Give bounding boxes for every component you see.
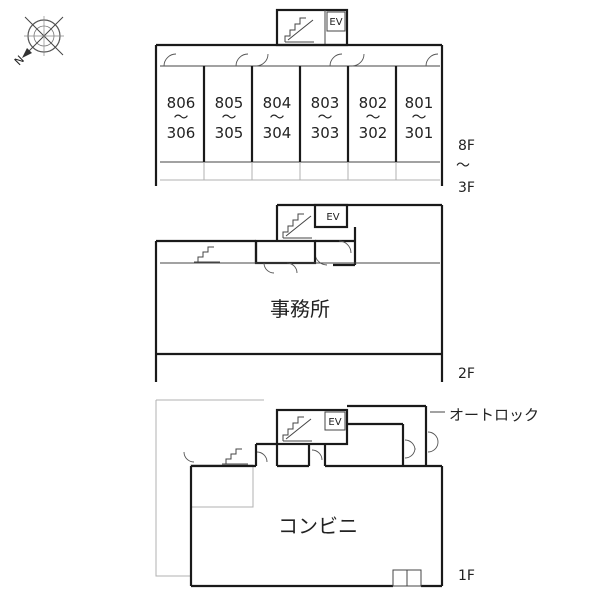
svg-text:〜: 〜 — [411, 108, 426, 126]
svg-text:〜: 〜 — [317, 108, 332, 126]
room-label-office: 事務所 — [270, 297, 330, 321]
floor-label-3f: 3F — [458, 180, 475, 196]
second-floor-plan: EV 事務所 2F — [154, 203, 475, 382]
svg-text:302: 302 — [359, 124, 388, 142]
stair-icon — [282, 213, 312, 239]
svg-text:805: 805 — [215, 94, 244, 112]
floor-label-8f: 8F — [458, 138, 475, 154]
unit-805: 805 〜 305 — [215, 94, 244, 142]
svg-text:〜: 〜 — [269, 108, 284, 126]
floor-label-range-tilde: 〜 — [456, 158, 470, 174]
svg-text:303: 303 — [311, 124, 340, 142]
first-floor-plan: EV — [155, 399, 539, 588]
elevator-label-2f: EV — [326, 212, 339, 223]
floor-label-2f: 2F — [458, 366, 475, 382]
unit-801: 801 〜 301 — [405, 94, 434, 142]
elevator-label-1f: EV — [328, 417, 341, 428]
svg-text:306: 306 — [167, 124, 196, 142]
svg-text:301: 301 — [405, 124, 434, 142]
svg-text:803: 803 — [311, 94, 340, 112]
svg-text:806: 806 — [167, 94, 196, 112]
room-label-convenience-store: コンビニ — [278, 514, 358, 538]
svg-text:304: 304 — [263, 124, 292, 142]
unit-804: 804 〜 304 — [263, 94, 292, 142]
elevator-label-upper: EV — [329, 17, 342, 28]
stair-icon — [284, 17, 314, 43]
stair-icon — [222, 448, 248, 465]
unit-806: 806 〜 306 — [167, 94, 196, 142]
svg-text:〜: 〜 — [173, 108, 188, 126]
floor-label-1f: 1F — [458, 568, 475, 584]
unit-803: 803 〜 303 — [311, 94, 340, 142]
unit-802: 802 〜 302 — [359, 94, 388, 142]
svg-text:〜: 〜 — [221, 108, 236, 126]
svg-text:801: 801 — [405, 94, 434, 112]
svg-text:804: 804 — [263, 94, 292, 112]
stair-icon — [282, 416, 312, 442]
unit-doors — [163, 53, 439, 67]
svg-text:802: 802 — [359, 94, 388, 112]
upper-floor-plan: EV — [154, 8, 475, 196]
compass-icon: N — [12, 16, 64, 68]
autolock-label: オートロック — [449, 406, 539, 424]
svg-text:305: 305 — [215, 124, 244, 142]
svg-text:〜: 〜 — [365, 108, 380, 126]
unit-partitions — [202, 66, 398, 180]
stair-icon — [194, 246, 220, 263]
